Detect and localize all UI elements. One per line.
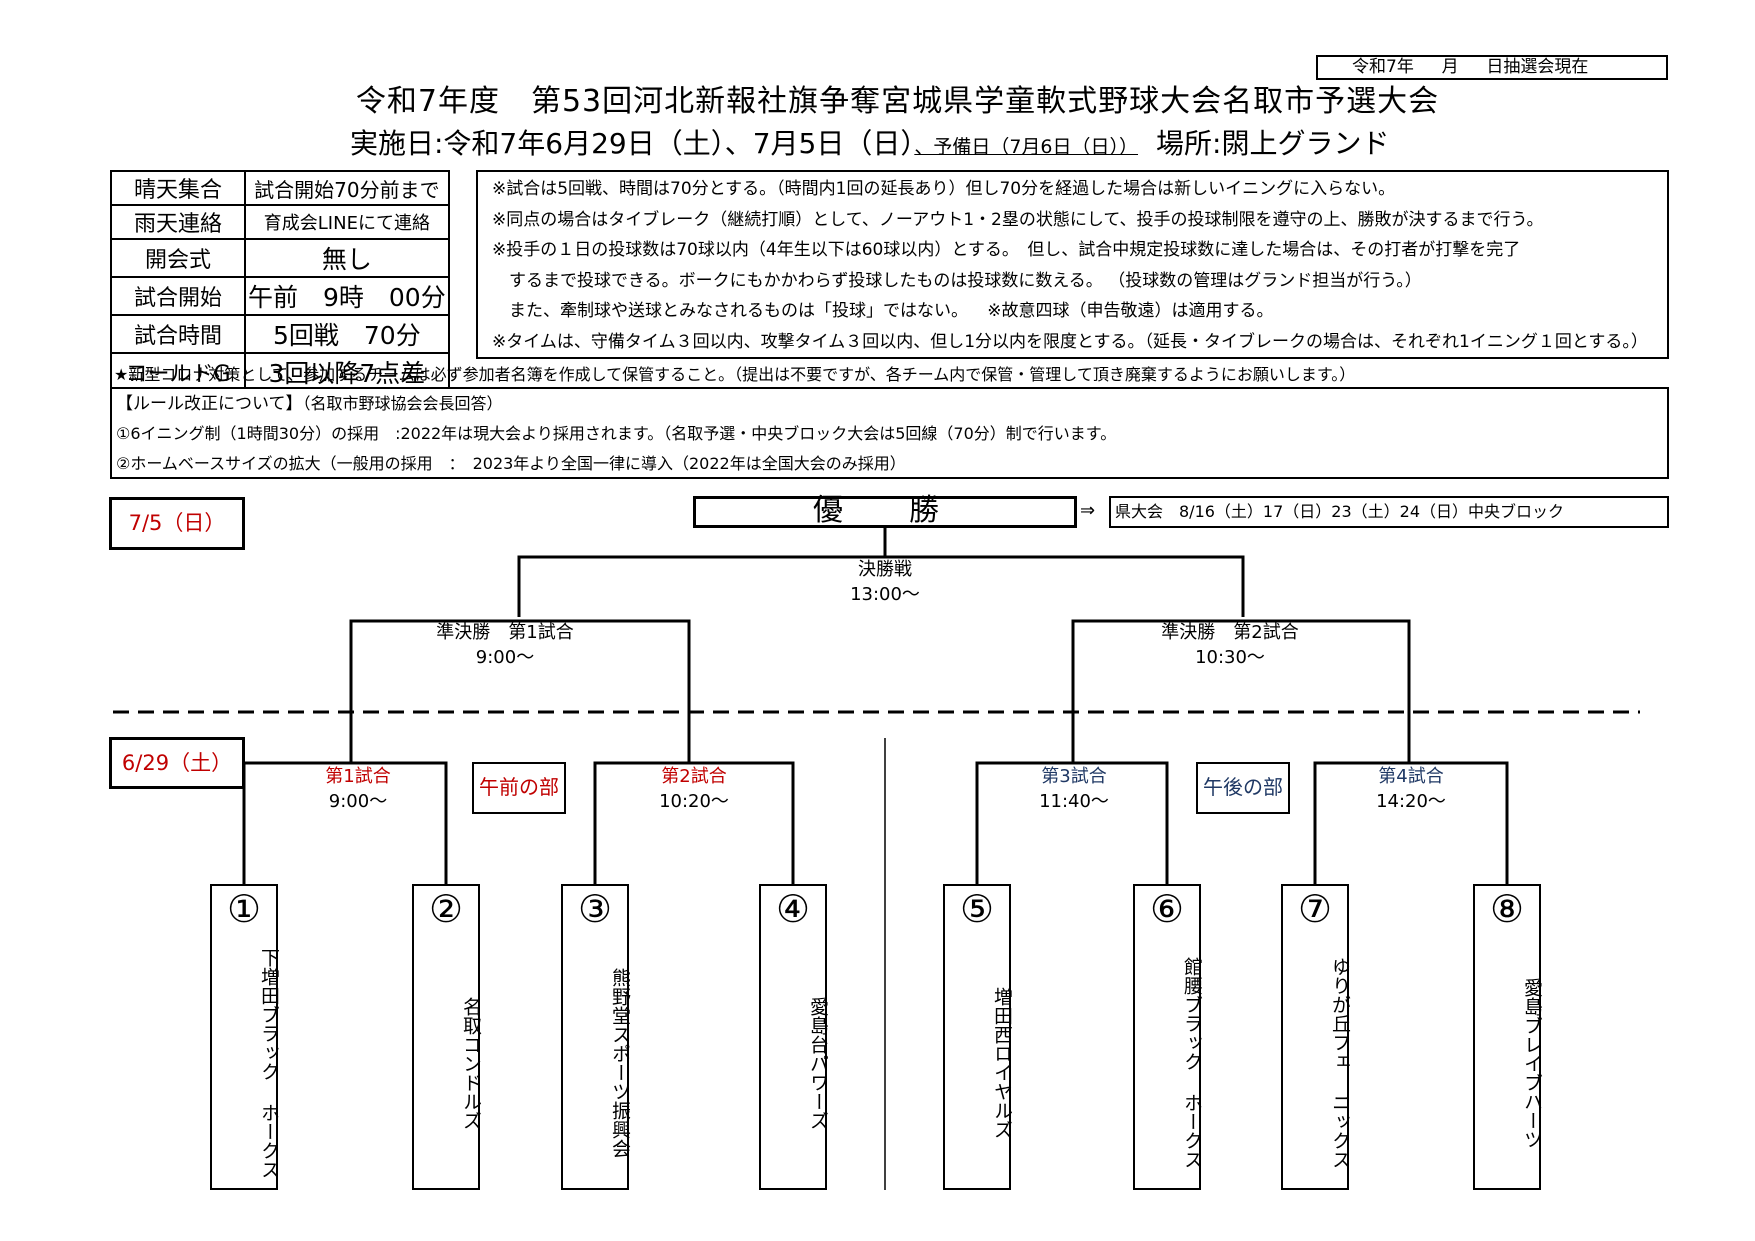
bracket-line: [349, 619, 691, 762]
morning-session-label: 午前の部: [472, 762, 566, 814]
rule-line: また、牽制球や送球とみなされるものは「投球」ではない。 ※故意四球（申告敬遠）は…: [492, 301, 1274, 321]
semi1-label: 準決勝 第1試合 9:00～: [405, 620, 605, 670]
info-row: 晴天集合試合開始70分前まで: [110, 170, 450, 206]
team-box-8: ⑧ 愛島ブレイブハーツ: [1473, 884, 1543, 1190]
rule-line: するまで投球できる。ボークにもかかわらず投球したものは投球数に数える。 （投球数…: [492, 270, 1422, 291]
info-value: 無し: [244, 238, 450, 278]
bracket-line: [242, 761, 448, 884]
info-key: 雨天連絡: [110, 204, 246, 240]
team-name: 館腰ブラック ホークス: [1181, 957, 1203, 1169]
game2-label: 第2試合 10:20～: [594, 764, 794, 814]
prefecture-tournament-note: 県大会 8/16（土）17（日）23（土）24（日）中央ブロック: [1109, 496, 1669, 528]
match-time: 9:00～: [328, 791, 388, 812]
team-name: ゆりが丘フェ ニックス: [1329, 957, 1351, 1169]
match-label: 準決勝 第2試合: [1161, 622, 1299, 643]
date-box-day2: 7/5（日）: [109, 497, 245, 550]
final-label: 決勝戦 13:00～: [785, 557, 985, 607]
bracket-line: [593, 761, 795, 884]
page-title: 令和7年度 第53回河北新報社旗争奪宮城県学童軟式野球大会名取市予選大会: [355, 84, 1440, 119]
bracket-line: [517, 555, 1245, 617]
info-value: 3回以降7点差: [244, 352, 450, 392]
info-row: 開会式無し: [110, 238, 450, 278]
team-box-6: ⑥ 館腰ブラック ホークス: [1133, 884, 1203, 1190]
team-box-4: ④ 愛島台パワーズ: [759, 884, 829, 1190]
rule-line: ※投手の１日の投球数は70球以内（4年生以下は60球以内）とする。 但し、試合中…: [492, 240, 1521, 260]
match-label: 第4試合: [1378, 766, 1444, 787]
team-name: 下増田ブラック ホークス: [258, 947, 280, 1179]
info-value: 5回戦 70分: [244, 314, 450, 354]
info-key: 晴天集合: [110, 170, 246, 206]
team-name: 愛島台パワーズ: [807, 996, 829, 1130]
info-key: コールドG: [110, 352, 246, 392]
game1-label: 第1試合 9:00～: [258, 764, 458, 814]
team-box-7: ⑦ ゆりが丘フェ ニックス: [1281, 884, 1351, 1190]
bracket-line: [975, 761, 1169, 884]
revision-heading: 【ルール改正について】: [116, 394, 303, 414]
match-label: 第1試合: [325, 766, 391, 787]
match-time: 10:20～: [659, 791, 729, 812]
bracket-line: [1071, 619, 1411, 762]
match-time: 13:00～: [850, 584, 920, 605]
event-info-line: 実施日:令和7年6月29日（土）、7月5日（日）、予備日（7月6日（日）） 場所:…: [350, 122, 1389, 162]
match-label: 決勝戦: [858, 559, 912, 580]
rule-revision-box: 【ルール改正について】（名取市野球協会会長回答） ①6イニング制（1時間30分）の…: [110, 387, 1669, 479]
info-value: 育成会LINEにて連絡: [244, 204, 450, 240]
event-place: 場所:閖上グランド: [1156, 127, 1390, 160]
team-number: ⑤: [959, 887, 995, 931]
revision-item: ②ホームベースサイズの拡大（一般用の採用 ： 2023年より全国一律に導入（20…: [116, 454, 906, 473]
team-number: ⑧: [1489, 887, 1525, 931]
match-time: 14:20～: [1376, 791, 1446, 812]
match-time: 11:40～: [1039, 791, 1109, 812]
revision-item: ①6イニング制（1時間30分）の採用 :2022年は現大会より採用されます。（名…: [116, 424, 1117, 443]
team-box-5: ⑤ 増田西ロイヤルズ: [943, 884, 1013, 1190]
reserve-date: 、予備日（7月6日（日））: [914, 136, 1139, 158]
date-box-day1: 6/29（土）: [109, 737, 245, 789]
team-name: 熊野堂スポーツ振興会: [609, 968, 631, 1158]
bracket-line: [1313, 761, 1509, 884]
team-box-1: ① 下増田ブラック ホークス: [210, 884, 280, 1190]
info-key: 試合開始: [110, 276, 246, 316]
team-name: 増田西ロイヤルズ: [991, 987, 1013, 1139]
team-name: 愛島ブレイブハーツ: [1521, 977, 1543, 1149]
rules-box: ※試合は5回戦、時間は70分とする。（時間内1回の延長あり）但し70分を経過した…: [476, 170, 1669, 359]
match-label: 準決勝 第1試合: [436, 622, 574, 643]
match-label: 第3試合: [1041, 766, 1107, 787]
team-number: ⑦: [1297, 887, 1333, 931]
arrow-icon: ⇒: [1080, 500, 1096, 521]
match-time: 9:00～: [475, 647, 535, 668]
team-number: ⑥: [1149, 887, 1185, 931]
team-name: 名取コンドルズ: [460, 996, 482, 1130]
team-number: ④: [775, 887, 811, 931]
revision-source: （名取市野球協会会長回答）: [302, 394, 503, 413]
team-box-3: ③ 熊野堂スポーツ振興会: [561, 884, 631, 1190]
rule-line: ※タイムは、守備タイム３回以内、攻撃タイム３回以内、但し1分以内を限度とする。（…: [492, 331, 1648, 352]
game4-label: 第4試合 14:20～: [1311, 764, 1511, 814]
rule-line: ※同点の場合はタイブレーク（継続打順）として、ノーアウト1・2塁の状態にして、投…: [492, 209, 1544, 230]
info-key: 開会式: [110, 238, 246, 278]
info-key: 試合時間: [110, 314, 246, 354]
champion-box: 優 勝: [693, 496, 1077, 528]
match-label: 第2試合: [661, 766, 727, 787]
game3-label: 第3試合 11:40～: [974, 764, 1174, 814]
info-table: 晴天集合試合開始70分前まで 雨天連絡育成会LINEにて連絡 開会式無し 試合開…: [110, 170, 450, 392]
match-time: 10:30～: [1195, 647, 1265, 668]
status-box: 令和7年 月 日抽選会現在: [1316, 55, 1668, 80]
revision-heading-line: 【ルール改正について】（名取市野球協会会長回答）: [116, 389, 1667, 419]
info-value: 試合開始70分前まで: [244, 170, 450, 206]
covid-note: ★新型コロナ対策として、参加するチームは必ず参加者名簿を作成して保管すること。（…: [114, 365, 1356, 384]
afternoon-session-label: 午後の部: [1196, 762, 1290, 814]
team-number: ③: [577, 887, 613, 931]
semi2-label: 準決勝 第2試合 10:30～: [1130, 620, 1330, 670]
team-box-2: ② 名取コンドルズ: [412, 884, 482, 1190]
info-row: 試合開始午前 9時 00分: [110, 276, 450, 316]
info-row: 雨天連絡育成会LINEにて連絡: [110, 204, 450, 240]
info-value: 午前 9時 00分: [244, 276, 450, 316]
event-dates: 実施日:令和7年6月29日（土）、7月5日（日）: [350, 127, 915, 160]
rule-line: ※試合は5回戦、時間は70分とする。（時間内1回の延長あり）但し70分を経過した…: [492, 179, 1396, 199]
team-number: ②: [428, 887, 464, 931]
team-number: ①: [226, 887, 262, 931]
